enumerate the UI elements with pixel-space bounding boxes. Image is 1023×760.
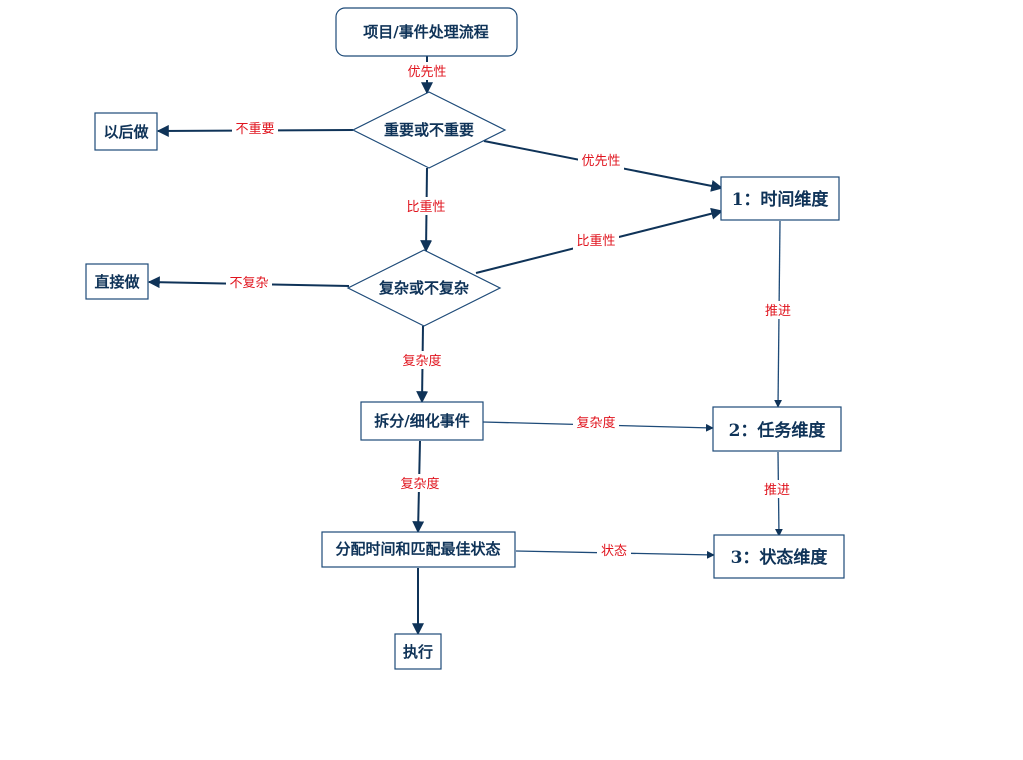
node-assign: 分配时间和匹配最佳状态 bbox=[321, 531, 516, 568]
edge-label-important-to-later: 不重要 bbox=[235, 121, 274, 137]
node-dim2: 2：任务维度 bbox=[712, 406, 842, 452]
edge-label-complex-to-dim1: 比重性 bbox=[576, 233, 615, 249]
node-start-label: 项目/事件处理流程 bbox=[363, 23, 488, 41]
edge-label-split-to-assign: 复杂度 bbox=[400, 476, 439, 492]
node-dim1-label: 1：时间维度 bbox=[732, 189, 830, 210]
node-dim3: 3：状态维度 bbox=[713, 534, 845, 579]
node-assign-label: 分配时间和匹配最佳状态 bbox=[335, 540, 500, 558]
edge-label-important-to-dim1: 优先性 bbox=[581, 154, 620, 169]
node-complex-label: 复杂或不复杂 bbox=[378, 279, 469, 297]
edge-label-start-to-important: 优先性 bbox=[407, 65, 446, 80]
edge-label-complex-to-split: 复杂度 bbox=[402, 353, 441, 369]
node-dim3-label: 3：状态维度 bbox=[731, 547, 829, 568]
edge-label-dim2-to-dim3: 推进 bbox=[764, 483, 790, 498]
node-split-label: 拆分/细化事件 bbox=[374, 412, 469, 430]
node-dim2-label: 2：任务维度 bbox=[729, 420, 827, 441]
node-complex: 复杂或不复杂 bbox=[346, 249, 502, 327]
node-later: 以后做 bbox=[94, 112, 158, 151]
node-execute-label: 执行 bbox=[403, 643, 433, 661]
edge-labels: 优先性 不重要 优先性 比重性 比重性 不复杂 复杂度 推进 复杂度 复杂度 推… bbox=[226, 62, 795, 560]
node-later-label: 以后做 bbox=[103, 123, 149, 141]
edge-label-complex-to-direct: 不复杂 bbox=[229, 276, 268, 291]
node-important-label: 重要或不重要 bbox=[384, 121, 474, 139]
node-execute: 执行 bbox=[394, 633, 442, 670]
edge-label-split-to-dim2: 复杂度 bbox=[576, 415, 615, 431]
node-direct: 直接做 bbox=[85, 263, 149, 300]
edge-label-assign-to-dim3: 状态 bbox=[601, 544, 627, 559]
node-start: 项目/事件处理流程 bbox=[335, 7, 518, 57]
node-dim1: 1：时间维度 bbox=[720, 176, 840, 221]
edge-label-dim1-to-dim2: 推进 bbox=[765, 304, 791, 319]
node-split: 拆分/细化事件 bbox=[360, 401, 484, 441]
node-direct-label: 直接做 bbox=[94, 273, 140, 291]
node-important: 重要或不重要 bbox=[351, 91, 507, 169]
edge-label-important-to-complex: 比重性 bbox=[406, 199, 445, 215]
